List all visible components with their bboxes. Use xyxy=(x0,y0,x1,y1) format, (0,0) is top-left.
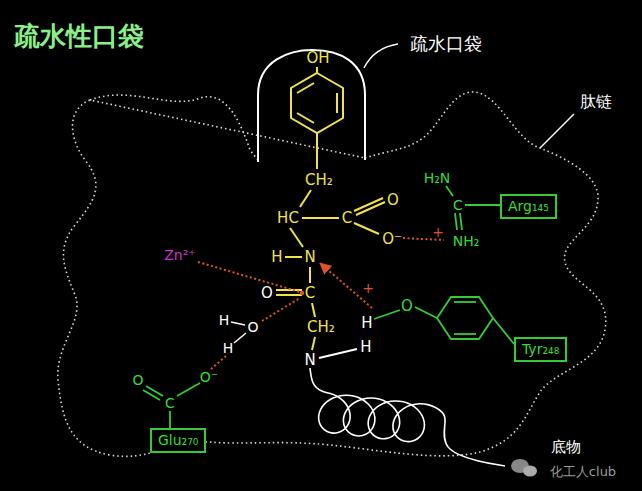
atom-label: C xyxy=(305,286,315,301)
chain-label: 肽链 xyxy=(580,94,612,110)
atom-label: N xyxy=(304,250,315,265)
atom-label: H xyxy=(223,341,234,355)
watermark: 化工人club xyxy=(550,465,616,478)
atom-label: H₂N xyxy=(424,171,451,185)
substrate-label: 底物 xyxy=(551,440,581,455)
pocket-label: 疏水口袋 xyxy=(410,35,482,53)
atom-label: O xyxy=(261,286,273,301)
tyrosine-248-bonds xyxy=(374,297,514,344)
atom-label: Zn²⁺ xyxy=(164,248,195,262)
atom-label: CH₂ xyxy=(307,320,335,335)
residue-name: Glu₂₇₀ xyxy=(158,433,198,448)
residue-name: Tyr₂₄₈ xyxy=(522,342,559,357)
title: 疏水性口袋 xyxy=(14,22,144,51)
atom-label: C xyxy=(342,211,352,226)
watermark-icon xyxy=(511,459,537,477)
atom-label: O xyxy=(401,299,413,314)
atom-label: O xyxy=(247,320,258,334)
atom-label: O xyxy=(132,373,143,387)
atom-label: H xyxy=(271,250,282,265)
atom-label: O⁻ xyxy=(200,370,218,384)
atom-label: H xyxy=(219,313,230,327)
interaction-lines xyxy=(198,238,444,369)
atom-label: + xyxy=(432,225,444,239)
atom-label: HC xyxy=(277,211,299,226)
atom-label: NH₂ xyxy=(453,234,480,248)
atom-label: N xyxy=(304,353,315,368)
atom-label: H xyxy=(360,340,371,355)
atom-label: C xyxy=(165,396,175,410)
residue-name: Arg₁₄₅ xyxy=(508,199,549,214)
atom-label: OH xyxy=(306,51,329,66)
residue-box: Tyr₂₄₈ xyxy=(514,337,567,362)
peptide-coil xyxy=(310,368,505,466)
water-bonds xyxy=(231,322,246,343)
hydrophobic-pocket xyxy=(258,50,365,162)
substrate-bonds xyxy=(276,67,385,350)
leader-line xyxy=(364,44,398,68)
arginine-bonds xyxy=(446,186,500,230)
residue-box: Glu₂₇₀ xyxy=(150,428,206,453)
atom-label: + xyxy=(362,281,374,295)
atom-label: CH₂ xyxy=(305,173,333,188)
residue-box: Arg₁₄₅ xyxy=(500,194,557,219)
atom-label: O xyxy=(387,193,399,208)
leader-line xyxy=(540,114,574,148)
atom-label: O⁻ xyxy=(382,232,402,247)
glutamate-bonds xyxy=(143,383,200,428)
atom-label: C xyxy=(453,198,463,212)
peptide-outline xyxy=(58,92,606,456)
atom-label: H xyxy=(361,316,372,331)
contact-dot xyxy=(300,291,304,295)
bond xyxy=(319,349,357,358)
